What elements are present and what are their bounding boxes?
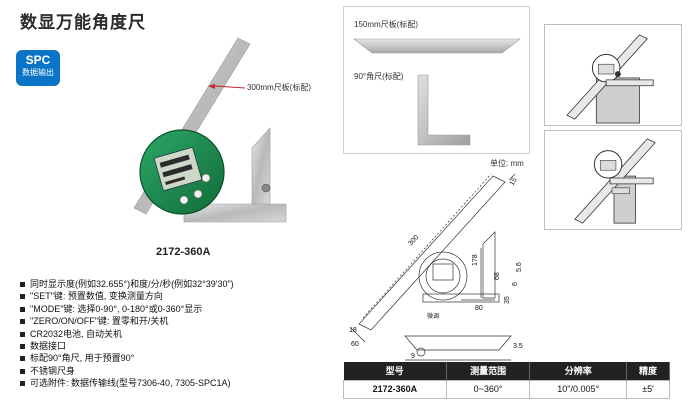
table-cell: ±5' xyxy=(626,379,670,399)
dim-5-6: 5.6 xyxy=(516,262,523,272)
feature-list: 同时显示度(例如32.655°)和度/分/秒(例如32°39'30") "SET… xyxy=(18,278,234,390)
table-row: 2172-360A 0~360° 10"/0.005° ±5' xyxy=(343,379,670,399)
callout-arrow-icon xyxy=(208,84,215,89)
feature-item: 同时显示度(例如32.655°)和度/分/秒(例如32°39'30") xyxy=(18,278,234,290)
dim-60: 60 xyxy=(351,341,359,348)
table-cell: 0~360° xyxy=(445,379,531,399)
table-cell: 2172-360A xyxy=(343,379,447,399)
drawing-short-blade xyxy=(482,231,496,299)
dim-300: 300 xyxy=(407,234,420,247)
drawing-dial xyxy=(418,251,468,301)
button-icon xyxy=(193,189,203,199)
dim-18: 18 xyxy=(349,327,357,334)
dim-15: 15 xyxy=(509,177,519,187)
table-header: 分辨率 xyxy=(529,362,628,380)
dim-3-5: 3.5 xyxy=(513,343,523,350)
spec-table: 型号 测量范围 分辨率 精度 2172-360A 0~360° 10"/0.00… xyxy=(343,362,670,399)
square90-image xyxy=(417,74,471,146)
dim-68: 68 xyxy=(494,272,501,280)
feature-item: 标配90°角尺, 用于预置90° xyxy=(18,352,234,364)
technical-drawing: 300 178 80 150 68 60 18 35 15 5.6 6 3.5 … xyxy=(349,173,523,368)
feature-item: 可选附件: 数据传输线(型号7306-40, 7305-SPC1A) xyxy=(18,377,234,389)
square90-label: 90°角尺(标配) xyxy=(354,72,404,81)
dim-6: 6 xyxy=(512,282,519,286)
feature-item: 数据接口 xyxy=(18,340,234,352)
table-cell: 10"/0.005° xyxy=(529,379,628,399)
table-header: 型号 xyxy=(343,362,447,380)
spc-badge-sublabel: 数据输出 xyxy=(22,68,54,77)
page-title: 数显万能角度尺 xyxy=(20,13,146,32)
table-header: 精度 xyxy=(626,362,670,380)
lock-screw-icon xyxy=(261,183,271,193)
feature-item: CR2032电池, 自动关机 xyxy=(18,328,234,340)
short-blade xyxy=(251,127,271,205)
feature-item: "MODE"键: 选择0-90°, 0-180°或0-360°显示 xyxy=(18,303,234,315)
dim-178: 178 xyxy=(472,254,479,266)
blade150-image xyxy=(353,38,521,54)
table-header: 测量范围 xyxy=(446,362,531,380)
fine-adjust-label: 微调 xyxy=(427,312,439,320)
drawing-150-blade xyxy=(404,335,512,351)
accessories-panel: 150mm尺板(标配) 90°角尺(标配) xyxy=(343,6,530,154)
usage-diagram-2 xyxy=(544,130,682,230)
button-icon xyxy=(179,195,189,205)
drawing-long-blade xyxy=(358,175,506,331)
feature-item: 不锈钢尺身 xyxy=(18,365,234,377)
feature-item: "SET"键: 预置数值, 变换测量方向 xyxy=(18,290,234,302)
blade150-label: 150mm尺板(标配) xyxy=(354,20,419,29)
unit-label: 单位: mm xyxy=(490,159,524,168)
model-code: 2172-360A xyxy=(156,246,211,258)
feature-item: "ZERO/ON/OFF"键: 置零和开/关机 xyxy=(18,315,234,327)
spc-badge: SPC 数据输出 xyxy=(16,50,60,86)
callout-300mm-blade: 300mm尺板(标配) xyxy=(247,83,312,92)
usage-diagram-1 xyxy=(544,24,682,126)
table-header-row: 型号 测量范围 分辨率 精度 xyxy=(343,362,670,380)
drawing-stock xyxy=(422,293,500,303)
dim-35: 35 xyxy=(504,296,511,304)
dim-80: 80 xyxy=(475,305,483,312)
protractor-product-image xyxy=(133,37,287,223)
dim-9: 9 xyxy=(411,353,415,360)
button-icon xyxy=(201,173,211,183)
spc-badge-label: SPC xyxy=(25,53,51,67)
